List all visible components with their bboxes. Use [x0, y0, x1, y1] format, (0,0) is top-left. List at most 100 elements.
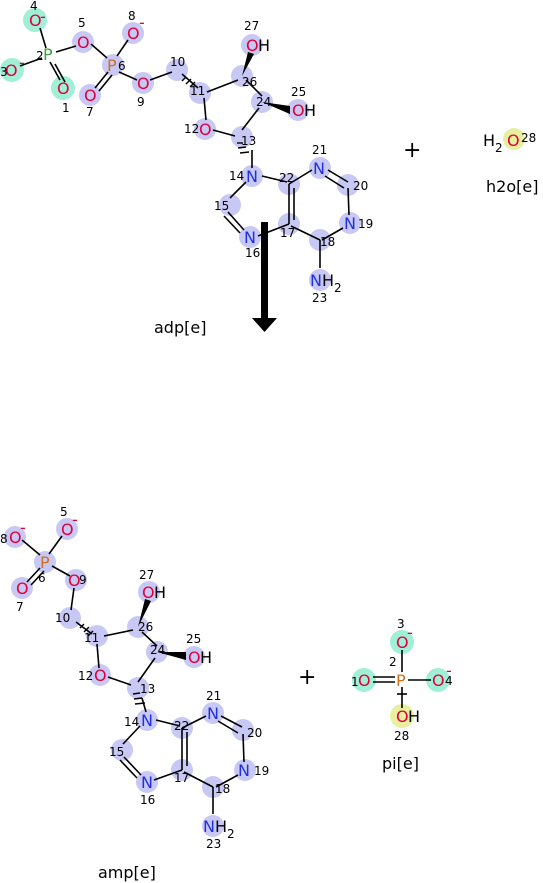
molecule-adp: O - P O - O O O - P O O O O H O H N N N … [0, 0, 373, 337]
svg-text:18: 18 [215, 782, 230, 796]
atom-o: O [57, 79, 70, 98]
charge-minus: - [40, 7, 46, 26]
atom-n: N [344, 214, 356, 233]
atom-p: P [40, 553, 50, 572]
atom-o: O [507, 131, 520, 150]
atom-p: P [396, 671, 406, 690]
svg-text:21: 21 [312, 143, 327, 157]
atom-o: O [84, 86, 97, 105]
atom-o: O [68, 571, 81, 590]
plus-sign: + [298, 665, 316, 690]
atom-o: O [396, 707, 409, 726]
svg-text:15: 15 [109, 745, 124, 759]
svg-text:14: 14 [124, 715, 139, 729]
svg-text:1: 1 [351, 675, 359, 689]
atom-o: O [246, 36, 259, 55]
molecule-pi: O - O P O - O H 123 428 pi[e] [351, 617, 453, 773]
molecule-h2o: H 2 O 28 h2o[e] [483, 128, 538, 196]
svg-text:24: 24 [256, 95, 271, 109]
svg-text:9: 9 [137, 95, 145, 109]
svg-text:24: 24 [150, 643, 165, 657]
svg-text:28: 28 [521, 131, 536, 145]
svg-text:5: 5 [78, 16, 86, 30]
svg-text:11: 11 [84, 631, 99, 645]
svg-text:23: 23 [312, 291, 327, 305]
svg-text:21: 21 [206, 689, 221, 703]
charge-minus: - [19, 53, 25, 72]
svg-text:12: 12 [78, 669, 93, 683]
svg-text:2: 2 [389, 655, 397, 669]
atom-o: O [61, 520, 74, 539]
atom-n: N [313, 159, 325, 178]
svg-text:4: 4 [30, 0, 38, 13]
svg-text:17: 17 [174, 771, 189, 785]
svg-text:1: 1 [62, 101, 70, 115]
atom-o: O [9, 528, 22, 547]
svg-text:17: 17 [280, 226, 295, 240]
svg-text:9: 9 [79, 573, 87, 587]
svg-text:6: 6 [118, 59, 126, 73]
reactant-name: adp[e] [154, 318, 206, 337]
svg-text:10: 10 [170, 55, 185, 69]
svg-text:27: 27 [244, 19, 259, 33]
svg-text:10: 10 [55, 611, 70, 625]
atom-o: O [432, 671, 445, 690]
atom-o: O [142, 583, 155, 602]
atom-h: H [200, 648, 212, 667]
atom-o: O [29, 11, 42, 30]
charge-minus: - [139, 13, 145, 32]
svg-text:7: 7 [16, 600, 24, 614]
svg-text:12: 12 [184, 122, 199, 136]
atom-n: N [141, 711, 153, 730]
atom-h: H [304, 101, 316, 120]
atom-h: H [215, 817, 227, 836]
svg-text:3: 3 [0, 65, 8, 79]
charge-minus: - [20, 518, 26, 537]
svg-text:20: 20 [247, 726, 262, 740]
svg-text:11: 11 [190, 84, 205, 98]
svg-text:20: 20 [353, 179, 368, 193]
svg-text:13: 13 [241, 134, 256, 148]
atom-n: N [203, 817, 215, 836]
svg-text:27: 27 [139, 568, 154, 582]
svg-text:16: 16 [140, 793, 155, 807]
svg-text:25: 25 [291, 85, 306, 99]
svg-text:14: 14 [229, 169, 244, 183]
svg-text:22: 22 [174, 719, 189, 733]
subscript: 2 [495, 141, 503, 155]
atom-o: O [127, 24, 140, 43]
product-name: amp[e] [98, 863, 156, 882]
svg-text:26: 26 [242, 75, 257, 89]
svg-text:2: 2 [36, 49, 44, 63]
charge-minus: - [407, 623, 413, 642]
atom-o: O [77, 33, 90, 52]
svg-text:8: 8 [128, 9, 136, 23]
atom-o: O [16, 579, 29, 598]
svg-text:6: 6 [38, 571, 46, 585]
svg-text:25: 25 [186, 632, 201, 646]
atom-p: P [107, 56, 117, 75]
reaction-arrow-down-icon [252, 222, 277, 332]
atom-o: O [199, 120, 212, 139]
atom-n: N [244, 228, 256, 247]
svg-text:7: 7 [86, 105, 94, 119]
atom-o: O [396, 633, 409, 652]
atom-h: H [408, 707, 420, 726]
svg-text:19: 19 [254, 764, 269, 778]
product-name: pi[e] [382, 754, 419, 773]
atom-o: O [5, 61, 18, 80]
svg-text:28: 28 [394, 729, 409, 743]
atom-o: O [94, 666, 107, 685]
atom-o: O [292, 101, 305, 120]
atom-n: N [141, 773, 153, 792]
atom-o: O [358, 671, 371, 690]
svg-text:8: 8 [0, 532, 8, 546]
svg-text:H: H [483, 131, 495, 150]
svg-text:19: 19 [358, 217, 373, 231]
atom-h: H [258, 36, 270, 55]
atom-o: O [137, 74, 150, 93]
charge-minus: - [72, 510, 78, 529]
charge-minus: - [446, 661, 452, 680]
svg-text:15: 15 [214, 199, 229, 213]
